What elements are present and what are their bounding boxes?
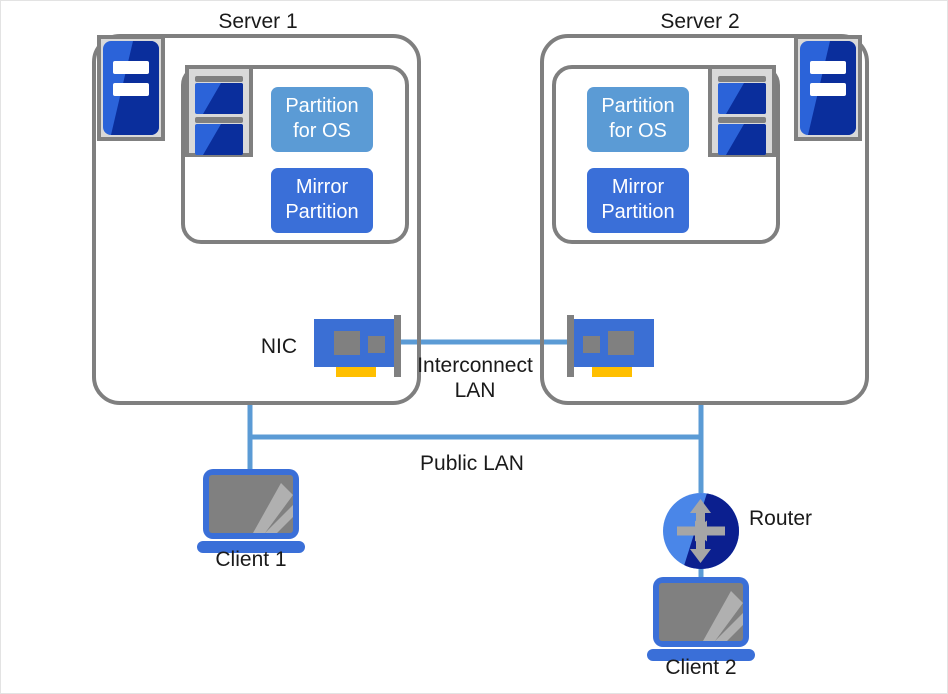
router-icon (663, 493, 739, 569)
server-2-group[interactable]: Server 2 (540, 10, 869, 405)
disk-array-icon (708, 65, 776, 157)
interconnect-lan-label-line1: Interconnect (417, 354, 533, 377)
nic-1-label: NIC (261, 335, 297, 358)
server-2-outer-box[interactable] (540, 34, 869, 405)
router-label: Router (749, 507, 812, 530)
laptop-icon (197, 469, 305, 553)
client-1-group[interactable]: Client 1 (197, 469, 305, 571)
router-group[interactable]: Router (663, 493, 812, 569)
partition-os-label-line2: for OS (293, 120, 351, 142)
nic-2-icon[interactable] (567, 315, 654, 377)
partition-mirror-label-line2: Partition (285, 201, 358, 223)
server-1-group[interactable]: Server 1 (92, 10, 421, 405)
laptop-icon (647, 577, 755, 661)
server-1-outer-box[interactable] (92, 34, 421, 405)
disk-array-icon (185, 65, 253, 157)
partition-mirror-box[interactable]: Mirror Partition (271, 168, 373, 233)
partition-os-box[interactable]: Partition for OS (587, 87, 689, 152)
interconnect-lan-label-line2: LAN (455, 379, 496, 402)
server-1-title: Server 1 (218, 10, 297, 33)
nic-1-icon[interactable] (314, 315, 401, 377)
server-chassis-icon (794, 35, 862, 141)
interconnect-lan-label: Interconnect LAN (417, 354, 533, 402)
partition-os-label-line2: for OS (609, 120, 667, 142)
client-2-label: Client 2 (665, 656, 736, 679)
client-2-group[interactable]: Client 2 (647, 577, 755, 679)
partition-os-label-line1: Partition (601, 95, 674, 117)
partition-mirror-label-line1: Mirror (296, 176, 349, 198)
partition-mirror-box[interactable]: Mirror Partition (587, 168, 689, 233)
public-lan-label: Public LAN (420, 452, 524, 475)
server-2-title: Server 2 (660, 10, 739, 33)
partition-mirror-label-line1: Mirror (612, 176, 665, 198)
partition-os-box[interactable]: Partition for OS (271, 87, 373, 152)
partition-mirror-label-line2: Partition (601, 201, 674, 223)
client-1-label: Client 1 (215, 548, 286, 571)
server-chassis-icon (97, 35, 165, 141)
partition-os-label-line1: Partition (285, 95, 358, 117)
